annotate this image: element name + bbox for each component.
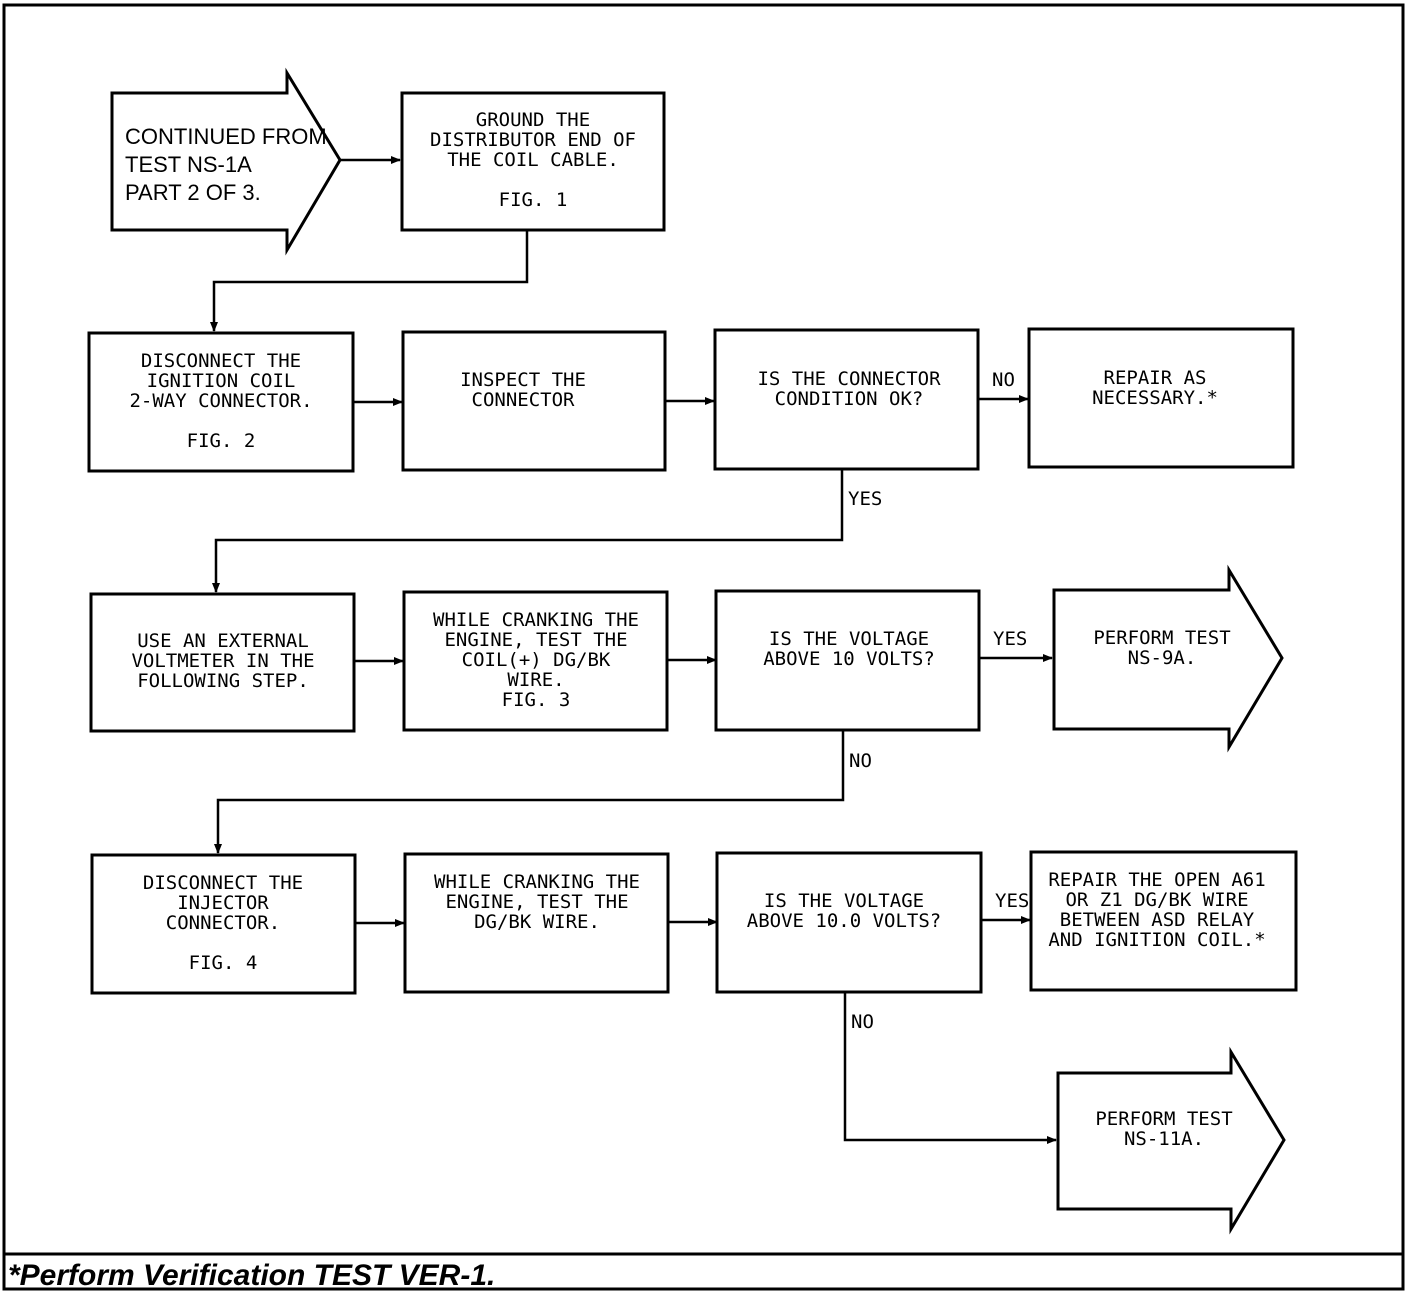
box-test-coil-text-line: ENGINE, TEST THE	[444, 629, 627, 651]
label-no-3: NO	[851, 1011, 874, 1033]
start-arrow-text-line: TEST NS-1A	[125, 152, 252, 177]
box-disconnect-coil-text-line: IGNITION COIL	[147, 370, 296, 392]
box-use-voltmeter-text-line: USE AN EXTERNAL	[137, 630, 309, 652]
box-repair-open-text-line: REPAIR THE OPEN A61	[1048, 869, 1265, 891]
connector-no-perform11a	[843, 992, 1057, 1144]
box-test-dgbk-text-line: DG/BK WIRE.	[474, 911, 600, 933]
label-no-1: NO	[992, 369, 1015, 391]
box-repair-text-line: REPAIR AS	[1104, 367, 1207, 389]
box-test-coil-text-line: COIL(+) DG/BK	[462, 649, 611, 671]
connector-no-disconnect-injector	[214, 730, 845, 854]
box-repair-text-line: NECESSARY.*	[1092, 387, 1218, 409]
box-test-coil-text-line: FIG. 3	[502, 689, 571, 711]
box-disconnect-injector-text-line: DISCONNECT THE	[143, 872, 303, 894]
box-disconnect-injector-text-line: FIG. 4	[189, 952, 258, 974]
box-test-dgbk-text-line: ENGINE, TEST THE	[445, 891, 628, 913]
footer-note: *Perform Verification TEST VER-1.	[8, 1259, 495, 1292]
box-disconnect-coil-text-line: FIG. 2	[187, 430, 256, 452]
box-repair-open-text-line: AND IGNITION COIL.*	[1048, 929, 1265, 951]
box-use-voltmeter-text-line: VOLTMETER IN THE	[131, 650, 314, 672]
box-ground-text-line: GROUND THE	[476, 109, 590, 131]
arrow-perform-9a-text-line: NS-9A.	[1128, 647, 1197, 669]
box-ground-text-line: THE COIL CABLE.	[447, 149, 619, 171]
box-inspect-text-line: INSPECT THE	[460, 369, 586, 391]
box-connector-ok-text-line: CONDITION OK?	[775, 388, 924, 410]
label-yes-1: YES	[848, 488, 882, 510]
start-arrow-text-line: CONTINUED FROM	[125, 124, 327, 149]
box-test-coil-text-line: WHILE CRANKING THE	[433, 609, 639, 631]
box-disconnect-coil-text-line: DISCONNECT THE	[141, 350, 301, 372]
box-disconnect-injector-text-line	[217, 932, 228, 954]
box-disconnect-injector-text-line: CONNECTOR.	[166, 912, 280, 934]
label-yes-3: YES	[995, 890, 1029, 912]
box-voltage-10-text-line: ABOVE 10 VOLTS?	[763, 648, 935, 670]
label-no-2: NO	[849, 750, 872, 772]
box-ground-text-line: FIG. 1	[499, 189, 568, 211]
start-arrow: CONTINUED FROM TEST NS-1A PART 2 OF 3.	[110, 67, 342, 256]
arrow-perform-11a-text-line: NS-11A.	[1124, 1128, 1204, 1150]
box-use-voltmeter-text-line: FOLLOWING STEP.	[137, 670, 309, 692]
connector-ground-disconnect	[210, 230, 529, 332]
box-disconnect-coil-text-line: 2-WAY CONNECTOR.	[129, 390, 312, 412]
box-voltage-10-0-text-line: ABOVE 10.0 VOLTS?	[747, 910, 941, 932]
box-voltage-10-text-line: IS THE VOLTAGE	[769, 628, 929, 650]
arrow-perform-9a-text-line: PERFORM TEST	[1093, 627, 1230, 649]
arrow-perform-11a-text-line: PERFORM TEST	[1095, 1108, 1232, 1130]
outer-frame	[2, 3, 1405, 1291]
box-connector-ok-text-line: IS THE CONNECTOR	[757, 368, 941, 390]
box-disconnect-injector-text-line: INJECTOR	[177, 892, 269, 914]
box-ground-text-line: DISTRIBUTOR END OF	[430, 129, 636, 151]
start-arrow-text-line: PART 2 OF 3.	[125, 180, 261, 205]
label-yes-2: YES	[993, 628, 1027, 650]
box-disconnect-coil-text-line	[215, 410, 226, 432]
connectors	[210, 156, 1057, 1144]
start-arrow-shape	[110, 67, 342, 256]
box-test-coil-text-line: WIRE.	[507, 669, 564, 691]
box-test-dgbk-text-line: WHILE CRANKING THE	[434, 871, 640, 893]
connector-yes-voltmeter	[212, 469, 844, 593]
start-arrow-text: CONTINUED FROM TEST NS-1A PART 2 OF 3.	[125, 124, 327, 205]
box-voltage-10-0-text-line: IS THE VOLTAGE	[764, 890, 924, 912]
box-repair-open-text-line: BETWEEN ASD RELAY	[1060, 909, 1255, 931]
box-ground-text-line	[527, 169, 538, 191]
box-inspect-text-line: CONNECTOR	[472, 389, 576, 411]
box-repair-open-text-line: OR Z1 DG/BK WIRE	[1065, 889, 1248, 911]
